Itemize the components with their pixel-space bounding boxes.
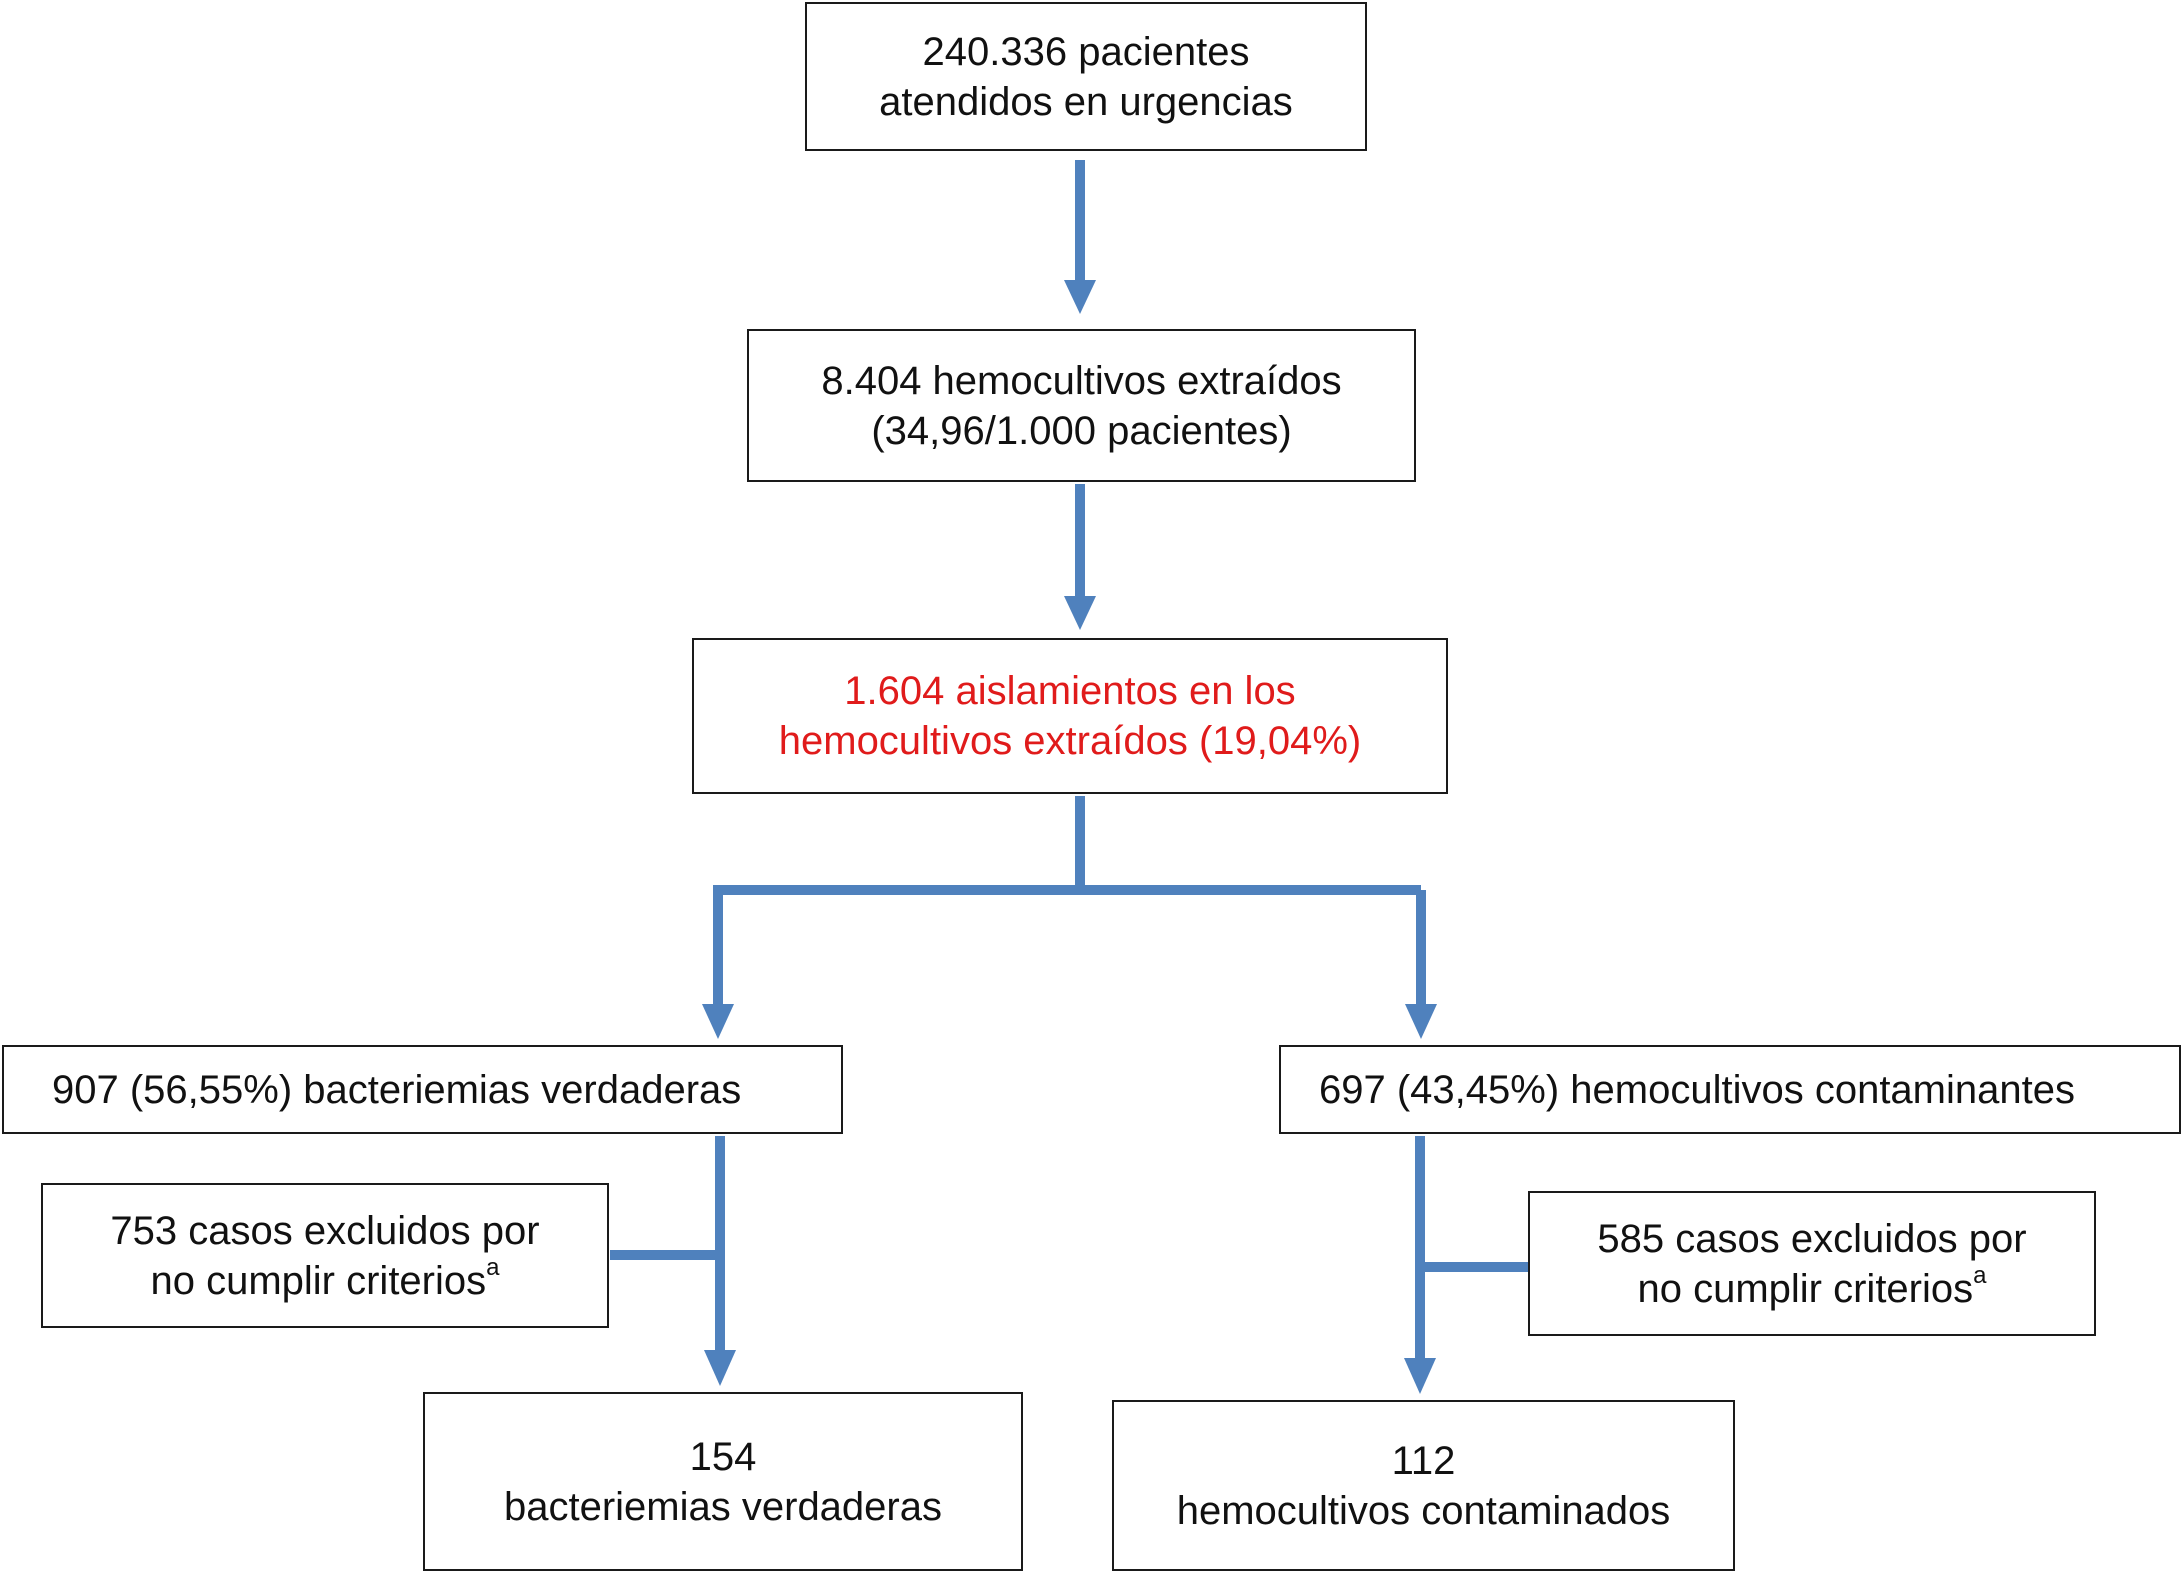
arrowhead-true-bacteremia	[702, 1004, 734, 1039]
isolates-line-1: 1.604 aislamientos en los	[844, 669, 1296, 713]
cultures-line-2: (34,96/1.000 pacientes)	[871, 408, 1292, 453]
final-contam-label: hemocultivos contaminados	[1176, 1488, 1671, 1533]
arrowhead-final-true	[704, 1350, 736, 1386]
footnote-marker: a	[1973, 1262, 1987, 1290]
patients-line-1: 240.336 pacientes	[922, 29, 1250, 74]
patients-line-2: atendidos en urgencias	[879, 79, 1293, 124]
excluded-left-line-1: 753 casos excluidos por	[110, 1208, 540, 1253]
excluded-right-line-1: 585 casos excluidos por	[1597, 1216, 2027, 1261]
final-contam-count: 112	[1391, 1438, 1456, 1483]
final-true-label: bacteriemias verdaderas	[504, 1484, 942, 1529]
final-true-bacteremia-box: 154 bacteriemias verdaderas	[423, 1392, 1023, 1571]
blood-cultures-box: 8.404 hemocultivos extraídos (34,96/1.00…	[747, 329, 1416, 482]
excluded-left-criteria: no cumplir criterios	[150, 1258, 487, 1303]
true-bacteremia-box: 907 (56,55%) bacteriemias verdaderas	[2, 1045, 843, 1134]
contaminants-text: 697 (43,45%) hemocultivos contaminantes	[1319, 1067, 2075, 1112]
isolates-box: 1.604 aislamientos en los hemocultivos e…	[692, 638, 1448, 794]
contaminants-box: 697 (43,45%) hemocultivos contaminantes	[1279, 1045, 2181, 1134]
cultures-line-1: 8.404 hemocultivos extraídos	[821, 358, 1342, 403]
patients-attended-box: 240.336 pacientes atendidos en urgencias	[805, 2, 1367, 151]
arrowhead-final-contam	[1404, 1358, 1436, 1394]
final-true-count: 154	[689, 1434, 757, 1479]
arrowhead-contaminants	[1405, 1004, 1437, 1039]
excluded-right-line-2: no cumplir criteriosa	[1637, 1264, 1986, 1314]
excluded-right-box: 585 casos excluidos por no cumplir crite…	[1528, 1191, 2096, 1336]
excluded-right-criteria: no cumplir criterios	[1637, 1266, 1974, 1311]
arrowhead-cultures	[1064, 280, 1096, 314]
arrowhead-isolates	[1064, 596, 1096, 630]
excluded-left-line-2: no cumplir criteriosa	[150, 1256, 499, 1306]
footnote-marker: a	[486, 1254, 500, 1282]
excluded-left-box: 753 casos excluidos por no cumplir crite…	[41, 1183, 609, 1328]
true-bacteremia-text: 907 (56,55%) bacteriemias verdaderas	[52, 1067, 742, 1112]
isolates-line-2: hemocultivos extraídos (19,04%)	[778, 719, 1362, 763]
final-contaminated-box: 112 hemocultivos contaminados	[1112, 1400, 1735, 1571]
